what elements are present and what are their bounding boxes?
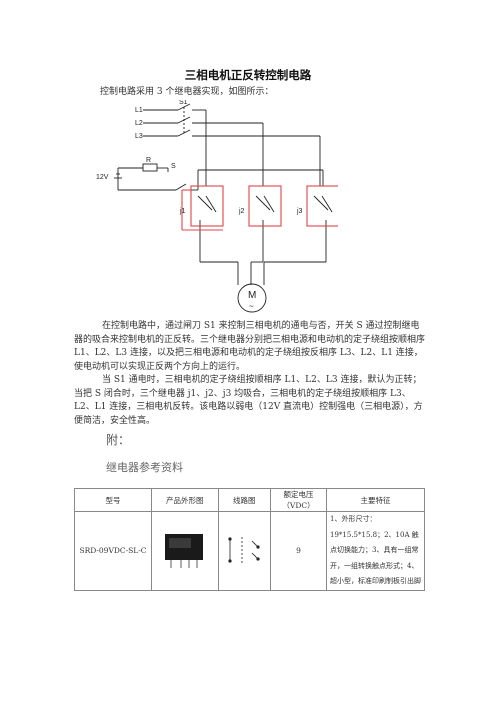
- relay-j1: [190, 185, 224, 227]
- circuit-wires: [114, 103, 333, 313]
- label-j3: j3: [296, 208, 303, 215]
- relay-wiring-diagram: [228, 536, 260, 563]
- table-row: SRD-09VDC-SL-C: [74, 511, 425, 591]
- label-j1: j1: [179, 208, 186, 215]
- cell-voltage: 9: [270, 511, 327, 591]
- page-title: 三相电机正反转控制电路: [184, 68, 312, 82]
- label-s: S: [171, 163, 176, 170]
- motor-tilde: ~: [249, 302, 254, 311]
- header-features: 主要特征: [326, 488, 425, 512]
- relay-photo-image: [164, 533, 203, 568]
- relay-spec-table: 型号 产品外形图 线路图 额定电压（VDC） 主要特征 SRD-09VDC-SL…: [74, 488, 425, 591]
- table-header-row: 型号 产品外形图 线路图 额定电压（VDC） 主要特征: [74, 488, 425, 512]
- relay-boxes: [181, 185, 338, 231]
- label-r: R: [146, 157, 151, 164]
- header-diagram: 线路图: [217, 488, 271, 512]
- label-l2: L2: [135, 120, 143, 127]
- header-model: 型号: [74, 488, 152, 512]
- paragraph-2: 当 S1 通电时，三相电机的定子绕组按顺相序 L1、L2、L3 连接，默认为正转…: [74, 375, 423, 426]
- cell-model: SRD-09VDC-SL-C: [74, 511, 152, 591]
- circuit-diagram: L1 L2 L3 S1 R S 12V j1 j2 j3 M ~: [96, 100, 338, 313]
- header-voltage: 额定电压（VDC）: [270, 488, 327, 512]
- label-12v: 12V: [96, 174, 109, 181]
- cell-features: 1、外形尺寸：19*15.5*15.8；2、10A 触点切换能力；3、具有一组常…: [326, 511, 425, 591]
- reference-heading: 继电器参考资料: [106, 461, 183, 474]
- label-l3: L3: [135, 133, 143, 140]
- relay-j3: [306, 185, 338, 227]
- label-s1: S1: [179, 100, 188, 106]
- cell-diagram: [217, 511, 271, 591]
- header-photo: 产品外形图: [151, 488, 219, 512]
- cell-photo: [151, 511, 219, 591]
- relay-j2: [248, 185, 282, 227]
- appendix-heading: 附：: [106, 433, 131, 447]
- motor-label: M: [248, 290, 256, 301]
- label-l1: L1: [135, 107, 143, 114]
- intro-text: 控制电路采用 3 个继电器实现，如图所示：: [100, 87, 274, 97]
- label-j2: j2: [238, 208, 245, 215]
- paragraph-1: 在控制电路中，通过闸刀 S1 来控制三相电机的通电与否，开关 S 通过控制继电器…: [74, 321, 426, 372]
